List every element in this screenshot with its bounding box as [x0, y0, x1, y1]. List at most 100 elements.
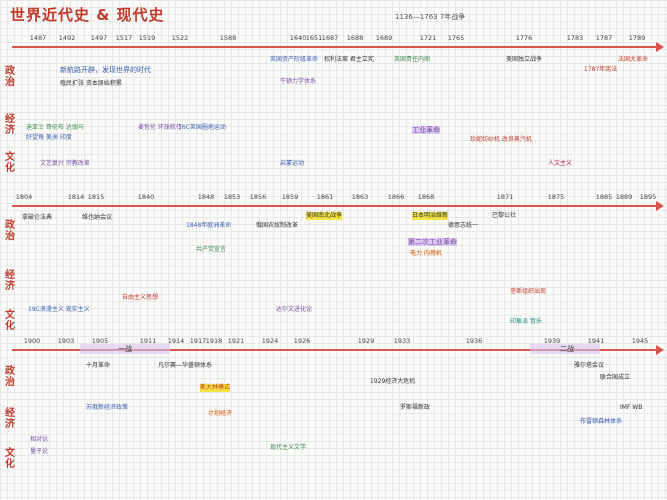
category-culture: 文化 [5, 448, 15, 470]
note: 启蒙运动 [280, 160, 305, 167]
year-label: 1918 [205, 337, 223, 345]
timeline-2 [12, 201, 664, 211]
note: 自由主义思想 [122, 294, 159, 301]
category-politics: 政治 [5, 220, 15, 242]
year-label: 1917 [189, 337, 207, 345]
note: 19C浪漫主义 现实主义 [28, 306, 90, 313]
category-economy: 经济 [5, 408, 15, 430]
header-note: 1136—1763 7年战争 [395, 13, 466, 21]
year-label: 1900 [23, 337, 41, 345]
note: 英国资产阶级革命 [270, 56, 319, 63]
note: 工业革命 [412, 126, 440, 134]
year-label: 1814 [67, 193, 85, 201]
year-label: 1924 [261, 337, 279, 345]
note: 雅尔塔会议 [574, 362, 605, 369]
year-label: 1776 [515, 34, 533, 42]
year-label: 1497 [90, 34, 108, 42]
note: 新航路开辟，发现世界的时代 [60, 66, 151, 74]
note: 文艺复兴 宗教改革 [40, 160, 90, 167]
ww2-highlight-band [530, 344, 600, 354]
year-label: 1519 [138, 34, 156, 42]
year-label: 1939 [543, 337, 561, 345]
note: 电力 内燃机 [410, 250, 442, 257]
year-label: 1789 [628, 34, 646, 42]
year-label: 1885 [595, 193, 613, 201]
year-label: 1651 [305, 34, 323, 42]
note: 维也纳会议 [82, 214, 113, 221]
year-label: 1588 [219, 34, 237, 42]
note: 法国大革命 [618, 56, 649, 63]
note: 第二次工业革命 [408, 238, 457, 246]
year-label: 1936 [465, 337, 483, 345]
note: 权利法案 君主立宪 [324, 56, 374, 63]
note: 德意志统一 [448, 222, 479, 229]
note: IMF WB [620, 404, 643, 411]
note: 印象派 音乐 [510, 318, 542, 325]
year-label: 1522 [171, 34, 189, 42]
year-label: 1859 [281, 193, 299, 201]
page-title: 世界近代史 & 现代史 [10, 6, 165, 24]
year-label: 1640 [289, 34, 307, 42]
year-label: 1783 [566, 34, 584, 42]
year-label: 1840 [137, 193, 155, 201]
year-label: 1914 [167, 337, 185, 345]
note: 美国独立战争 [506, 56, 543, 63]
year-label: 1921 [227, 337, 245, 345]
category-economy: 经济 [5, 114, 15, 136]
note: 现代主义文学 [270, 444, 307, 451]
year-label: 1941 [587, 337, 605, 345]
year-label: 1687 [321, 34, 339, 42]
note: 布雷顿森林体系 [580, 418, 623, 425]
year-label: 1903 [57, 337, 75, 345]
note: 俄国农奴制改革 [256, 222, 299, 229]
note: 苏俄新经济政策 [86, 404, 129, 411]
note: 1787年宪法 [584, 66, 618, 73]
year-label: 1871 [496, 193, 514, 201]
note: 一战 [118, 345, 132, 353]
category-politics: 政治 [5, 66, 15, 88]
category-economy: 经济 [5, 270, 15, 292]
note: 十月革命 [86, 362, 111, 369]
note: 垄断组织出现 [510, 288, 547, 295]
year-label: 1721 [419, 34, 437, 42]
ww1-highlight-band [80, 344, 170, 354]
note: 巴黎公社 [492, 212, 517, 219]
note: 1929经济大危机 [370, 378, 416, 385]
note: 罗斯福新政 [400, 404, 431, 411]
note: 16C英国圈地运动 [178, 124, 226, 131]
note: 达尔文进化论 [276, 306, 313, 313]
year-label: 1856 [249, 193, 267, 201]
year-label: 1517 [115, 34, 133, 42]
year-label: 1861 [316, 193, 334, 201]
note: 斯大林模式 [200, 384, 231, 392]
note: 珍妮纺纱机 改良蒸汽机 [470, 136, 532, 143]
note: 殖民扩张 资本原始积累 [60, 80, 122, 87]
note: 好望角 美洲 印度 [26, 134, 72, 141]
year-label: 1765 [447, 34, 465, 42]
category-culture: 文化 [5, 152, 15, 174]
note: 共产党宣言 [196, 246, 227, 253]
year-label: 1895 [639, 193, 657, 201]
timeline-1 [12, 42, 664, 52]
year-label: 1889 [615, 193, 633, 201]
year-label: 1815 [87, 193, 105, 201]
year-label: 1689 [375, 34, 393, 42]
note: 联合国成立 [600, 374, 631, 381]
note: 麦哲伦 环球航行 [138, 124, 182, 131]
year-label: 1945 [631, 337, 649, 345]
year-label: 1875 [547, 193, 565, 201]
note: 牛顿力学体系 [280, 78, 317, 85]
note: 人文主义 [548, 160, 573, 167]
year-label: 1863 [351, 193, 369, 201]
year-label: 1905 [91, 337, 109, 345]
year-label: 1848 [197, 193, 215, 201]
note: 拿破仑法典 [22, 214, 53, 221]
year-label: 1787 [595, 34, 613, 42]
note: 英国责任内阁 [394, 56, 431, 63]
year-label: 1911 [139, 337, 157, 345]
year-label: 1804 [15, 193, 33, 201]
note: 美国南北战争 [306, 212, 343, 220]
category-culture: 文化 [5, 310, 15, 332]
year-label: 1929 [357, 337, 375, 345]
note: 1848年欧洲革命 [186, 222, 232, 229]
